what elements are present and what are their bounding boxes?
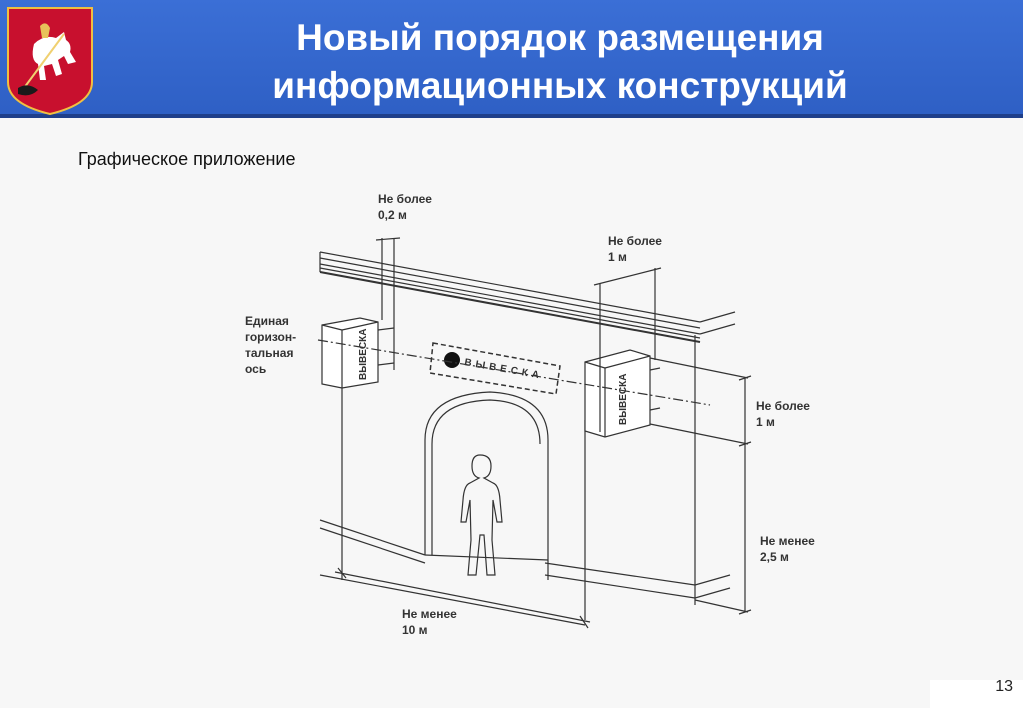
title-line-2: информационных конструкций (272, 65, 848, 106)
label-axis-line1: Единая (245, 314, 289, 328)
header-underline (0, 114, 1023, 118)
label-min-height-line2: 2,5 м (760, 550, 789, 564)
title-line-1: Новый порядок размещения (296, 17, 824, 58)
cornice (319, 251, 736, 343)
label-axis-line3: тальная (245, 346, 293, 360)
page-number: 13 (995, 678, 1013, 695)
label-projection-line1: Не более (608, 234, 662, 248)
dimension-bottom (334, 567, 591, 629)
dimension-vertical (649, 357, 752, 615)
page-title: Новый порядок размещения информационных … (140, 14, 980, 110)
facade-diagram: ВЫВЕСКА ВЫВЕСКА ВЫВЕСКА Не более 0,2 м Н… (245, 192, 815, 637)
horizontal-axis-line (317, 339, 711, 406)
person-silhouette (460, 454, 503, 576)
dimension-projection (593, 267, 662, 432)
page-number-box (930, 680, 1023, 708)
label-top-gap-line2: 0,2 м (378, 208, 407, 222)
label-min-distance-line2: 10 м (402, 623, 428, 637)
center-sign-frame (429, 342, 561, 395)
label-min-distance-line1: Не менее (402, 607, 457, 621)
label-min-height-line1: Не менее (760, 534, 815, 548)
dimension-top-gap (375, 237, 401, 320)
arch-doorway (424, 391, 549, 580)
wall-outline (319, 335, 731, 626)
label-top-gap-line1: Не более (378, 192, 432, 206)
label-axis-line4: ось (245, 362, 266, 376)
label-projection-line2: 1 м (608, 250, 627, 264)
right-sign-text: ВЫВЕСКА (618, 374, 629, 425)
label-height-line1: Не более (756, 399, 810, 413)
left-sign-text: ВЫВЕСКА (358, 329, 369, 380)
right-sign-box (584, 349, 661, 438)
moscow-coat-of-arms-icon (7, 7, 93, 116)
left-sign-box (321, 317, 395, 389)
label-axis-line2: горизон- (245, 330, 296, 344)
subtitle: Графическое приложение (78, 149, 296, 169)
header-bar (0, 0, 1023, 118)
label-height-line2: 1 м (756, 415, 775, 429)
